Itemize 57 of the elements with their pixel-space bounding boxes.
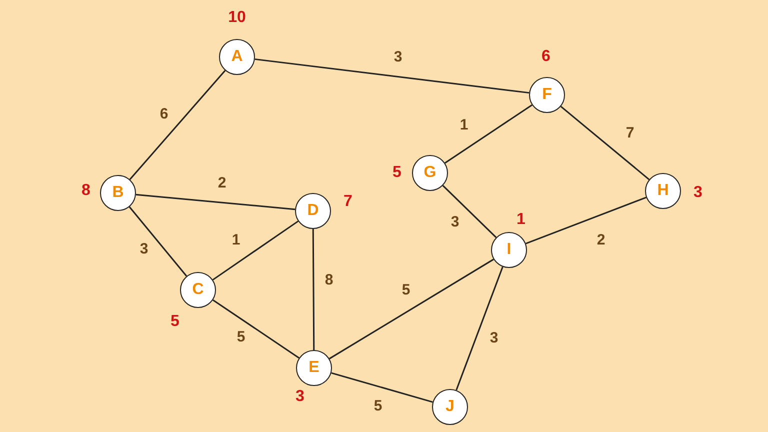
- node-value: 6: [542, 48, 550, 66]
- edge-label: 5: [402, 282, 410, 298]
- edge-label: 5: [374, 398, 382, 414]
- edge-line: [136, 194, 296, 210]
- node-circle: [295, 193, 331, 229]
- edge-label: 1: [460, 116, 468, 134]
- edge-line: [312, 229, 315, 350]
- node-label: F: [542, 86, 552, 104]
- node-label: E: [308, 359, 320, 377]
- edge-line: [128, 206, 188, 277]
- edge-label: 3: [394, 48, 402, 66]
- node-label: H: [657, 182, 669, 200]
- node-circle: [432, 389, 468, 425]
- edge-line: [331, 372, 433, 403]
- node-circle: [100, 175, 136, 211]
- edge-label: 5: [236, 328, 246, 346]
- node-circle: [180, 272, 216, 308]
- node-value: 5: [392, 164, 402, 182]
- node-value: 7: [344, 193, 352, 211]
- node-circle: [296, 350, 332, 386]
- edge-line: [212, 299, 300, 359]
- node-value: 8: [82, 182, 90, 200]
- edge-line: [129, 70, 226, 180]
- node-label: J: [446, 398, 454, 416]
- node-label: G: [424, 164, 436, 182]
- edge-line: [329, 258, 494, 360]
- edge-line: [456, 266, 504, 390]
- node-circle: [219, 39, 255, 75]
- edge-line: [560, 106, 650, 180]
- node-label: D: [307, 202, 319, 220]
- edge-line: [212, 220, 299, 280]
- node-label: B: [112, 184, 124, 202]
- node-label: A: [231, 48, 243, 66]
- edge-line: [442, 185, 497, 238]
- edge-label: 1: [232, 232, 240, 248]
- edge-label: 8: [324, 272, 334, 288]
- node-label: I: [506, 241, 512, 259]
- node-value: 10: [228, 9, 246, 27]
- edge-label: 2: [218, 174, 226, 192]
- edge-label: 2: [596, 232, 606, 248]
- node-circle: [645, 173, 681, 209]
- node-label: C: [192, 281, 204, 299]
- edge-line: [526, 196, 646, 244]
- edge-line: [444, 104, 532, 164]
- node-circle: [491, 232, 527, 268]
- edge-label: 7: [626, 124, 634, 142]
- edge-line: [254, 58, 530, 94]
- edge-label: 6: [160, 106, 168, 122]
- node-value: 5: [170, 313, 180, 331]
- edge-label: 3: [490, 330, 498, 346]
- node-circle: [412, 155, 448, 191]
- edge-label: 3: [450, 214, 460, 230]
- node-value: 3: [694, 184, 702, 202]
- node-value: 3: [296, 388, 304, 406]
- edge-label: 3: [140, 240, 148, 258]
- node-circle: [529, 77, 565, 113]
- node-value: 1: [516, 211, 526, 229]
